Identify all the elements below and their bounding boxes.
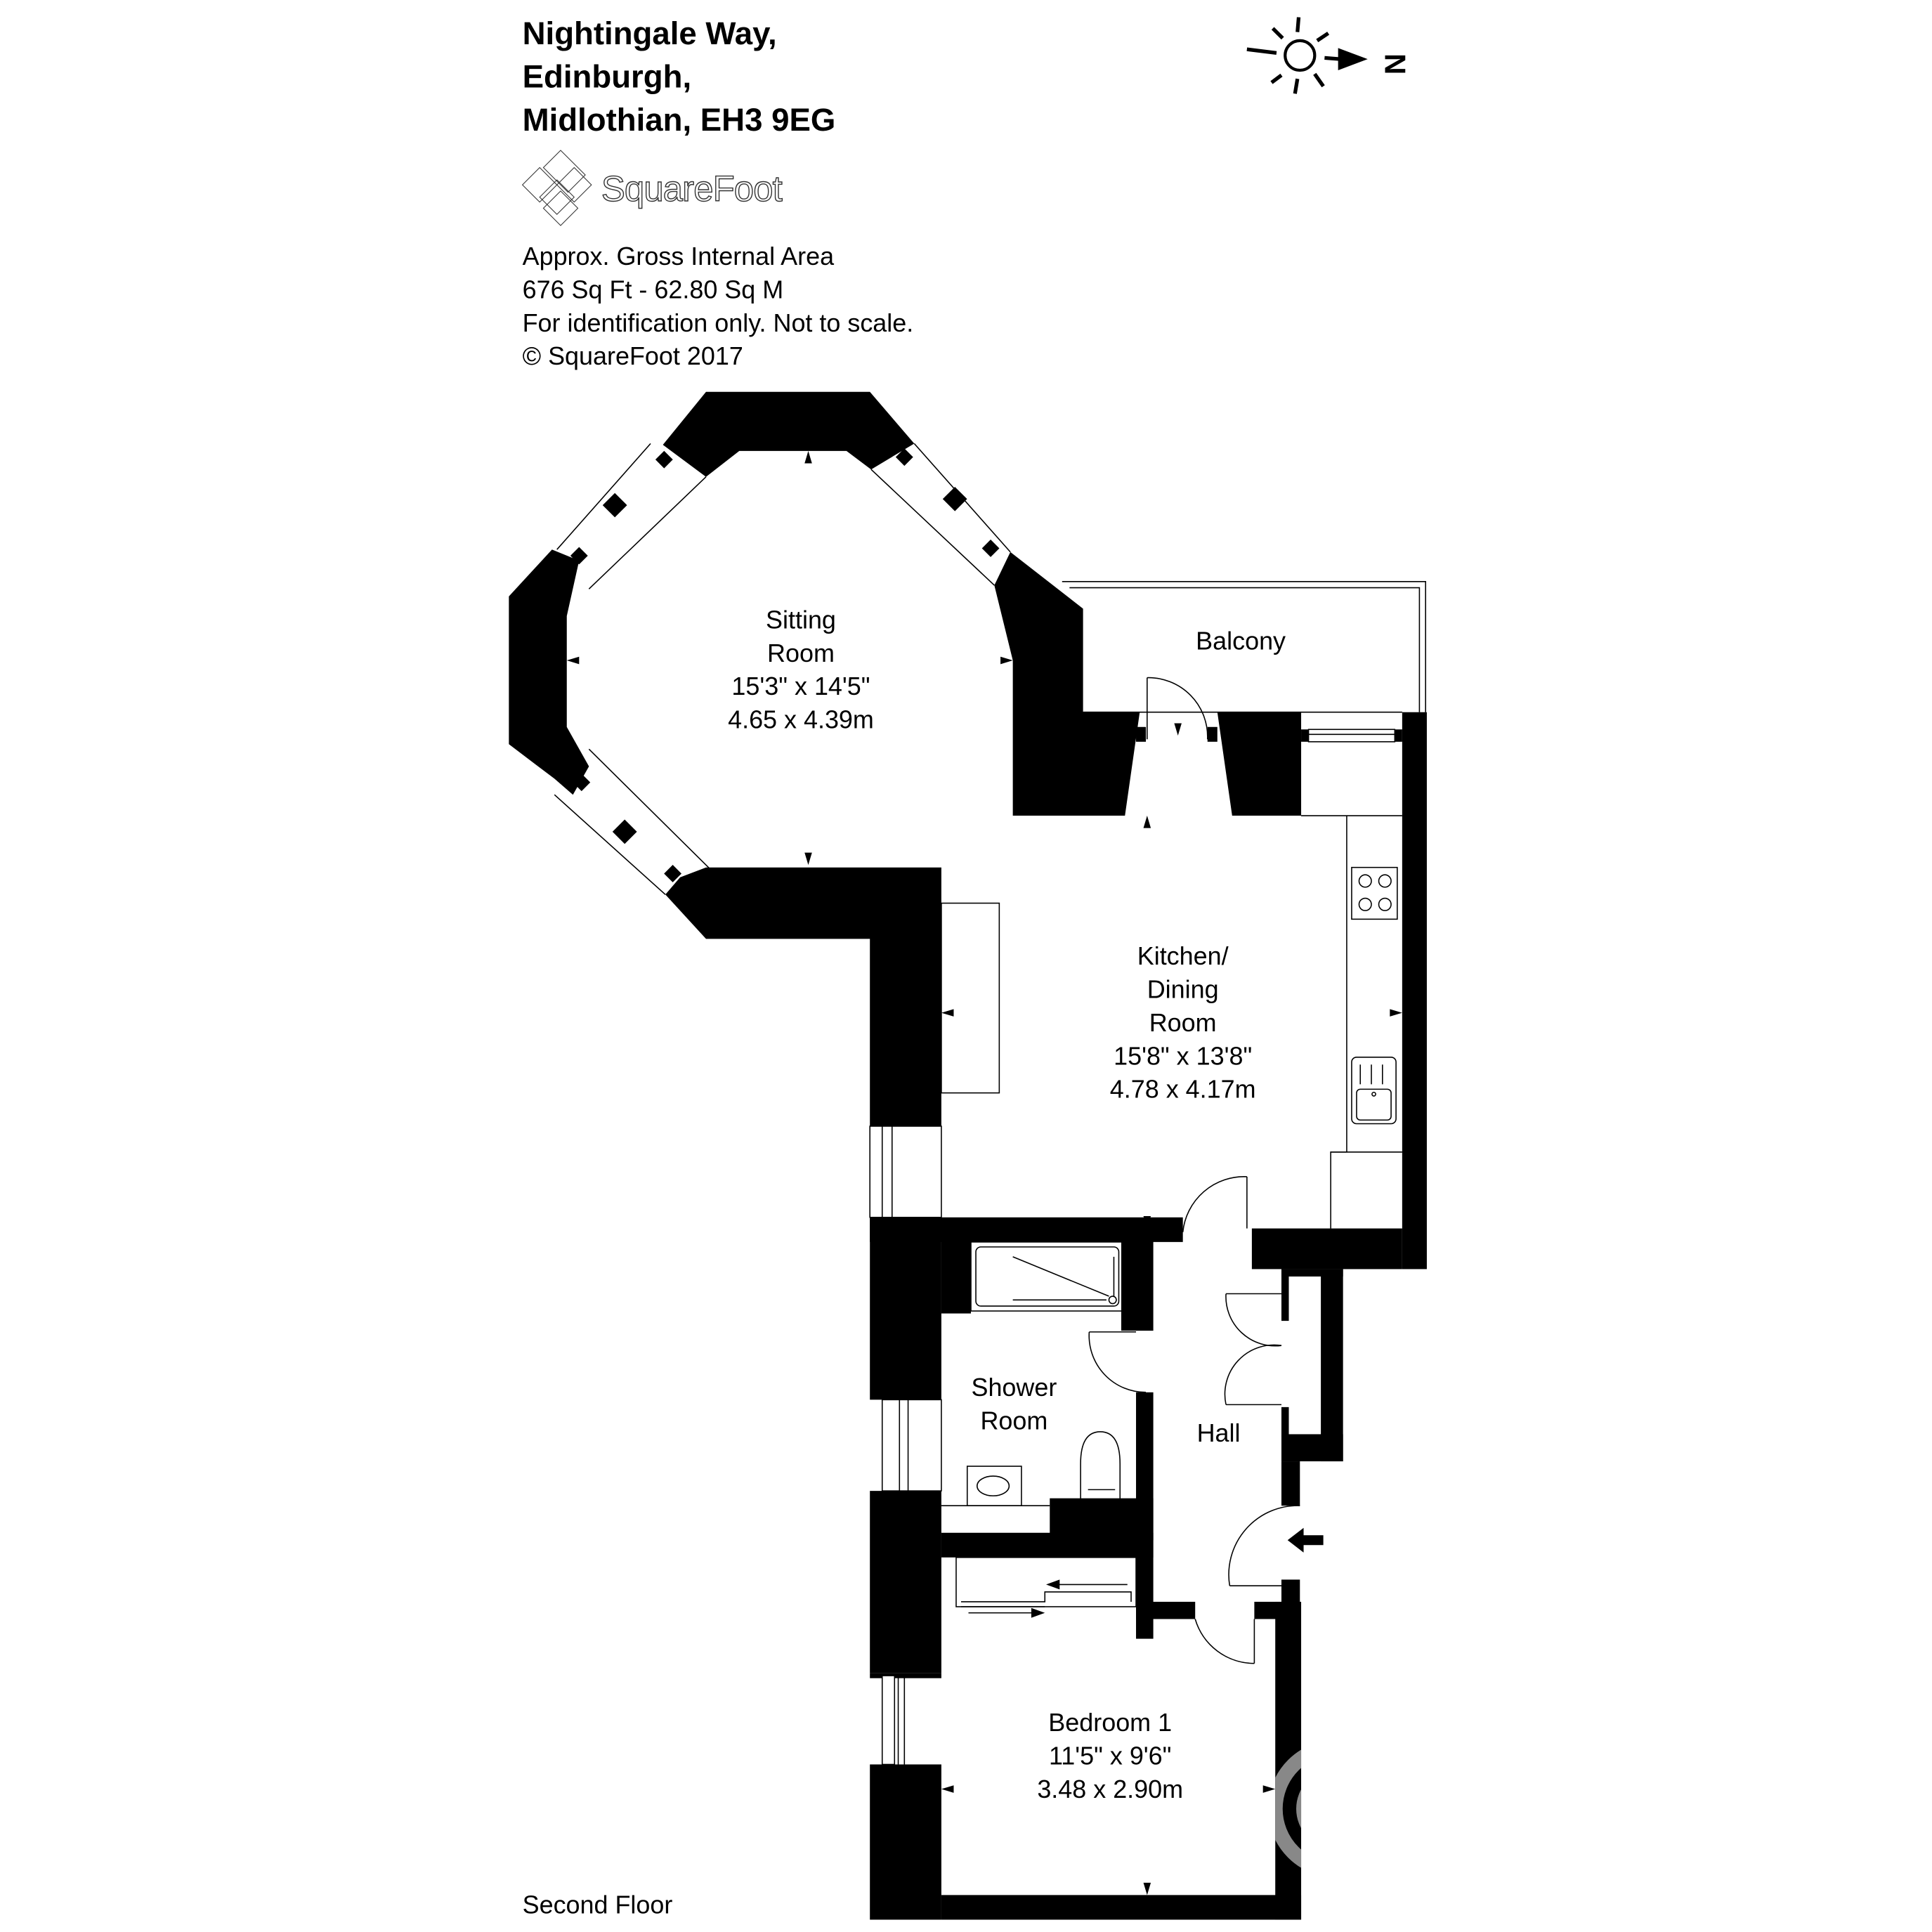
area-info: Approx. Gross Internal Area 676 Sq Ft - … (523, 242, 914, 370)
sun-north-arrow-icon (1246, 17, 1368, 94)
entrance-arrow-icon (1287, 1527, 1324, 1553)
kitchen-hall-door (1182, 1176, 1248, 1232)
entrance-door (1228, 1505, 1300, 1586)
room-bedroom-1: Bedroom 1 11'5" x 9'6" 3.48 x 2.90m (1037, 1708, 1183, 1803)
kitchen-window (869, 1125, 942, 1218)
balcony-door (1147, 677, 1208, 740)
svg-text:3.48 x 2.90m: 3.48 x 2.90m (1037, 1775, 1183, 1803)
shower-window (881, 1399, 942, 1492)
svg-text:Room: Room (980, 1406, 1047, 1435)
disclaimer: For identification only. Not to scale. (523, 308, 914, 337)
floor-label: Second Floor (523, 1891, 673, 1919)
address-line-2: Edinburgh, (523, 59, 692, 95)
fixtures (554, 443, 1426, 1765)
room-kitchen-dining: Kitchen/ Dining Room 15'8" x 13'8" 4.78 … (1110, 941, 1256, 1103)
shower-door (1088, 1331, 1147, 1393)
room-balcony: Balcony (1196, 626, 1286, 655)
address-block: Nightingale Way, Edinburgh, Midlothian, … (523, 15, 836, 138)
compass: N (1246, 17, 1411, 94)
svg-text:11'5" x 9'6": 11'5" x 9'6" (1049, 1741, 1171, 1770)
address-line-1: Nightingale Way, (523, 15, 777, 51)
bedroom-door (1194, 1619, 1255, 1664)
dimension-markers (566, 450, 1402, 1895)
svg-text:Sitting: Sitting (766, 605, 836, 634)
squarefoot-logo: SquareFoot (521, 150, 783, 226)
basin-icon (966, 1466, 1022, 1506)
address-line-3: Midlothian, EH3 9EG (523, 102, 836, 138)
svg-text:Shower: Shower (971, 1373, 1057, 1402)
shower-tray-icon (970, 1241, 1125, 1312)
kitchen-side-unit (941, 902, 1000, 1094)
room-shower-room: Shower Room (971, 1373, 1057, 1435)
area-value: 676 Sq Ft - 62.80 Sq M (523, 275, 784, 303)
squarefoot-diamond-logo-icon (521, 150, 592, 226)
svg-text:15'3" x 14'5": 15'3" x 14'5" (731, 672, 870, 700)
logo-text: SquareFoot (601, 169, 783, 209)
svg-text:Bedroom 1: Bedroom 1 (1048, 1708, 1172, 1737)
area-title: Approx. Gross Internal Area (523, 242, 834, 270)
copyright: © SquareFoot 2017 (523, 341, 743, 370)
toilet-icon (1080, 1431, 1121, 1501)
wardrobe (955, 1557, 1137, 1618)
svg-text:Room: Room (767, 639, 835, 667)
svg-text:Balcony: Balcony (1196, 626, 1286, 655)
hob-icon (1351, 866, 1398, 920)
bedroom-window (870, 1673, 941, 1765)
room-sitting-room: Sitting Room 15'3" x 14'5" 4.65 x 4.39m (728, 605, 874, 733)
north-label: N (1378, 53, 1411, 74)
sink-icon (1351, 1056, 1397, 1125)
svg-text:Room: Room (1149, 1008, 1217, 1037)
walls (509, 391, 1427, 1920)
kitchen-counter (1301, 815, 1402, 1229)
room-hall: Hall (1197, 1418, 1241, 1447)
svg-text:4.65 x 4.39m: 4.65 x 4.39m (728, 705, 874, 734)
svg-text:Dining: Dining (1147, 975, 1219, 1004)
svg-text:Kitchen/: Kitchen/ (1137, 941, 1229, 970)
svg-text:15'8" x 13'8": 15'8" x 13'8" (1114, 1041, 1252, 1070)
svg-text:4.78 x 4.17m: 4.78 x 4.17m (1110, 1075, 1256, 1104)
svg-text:Hall: Hall (1197, 1418, 1241, 1447)
cupboard-doors (1224, 1293, 1282, 1406)
balcony-outline (1062, 581, 1426, 713)
